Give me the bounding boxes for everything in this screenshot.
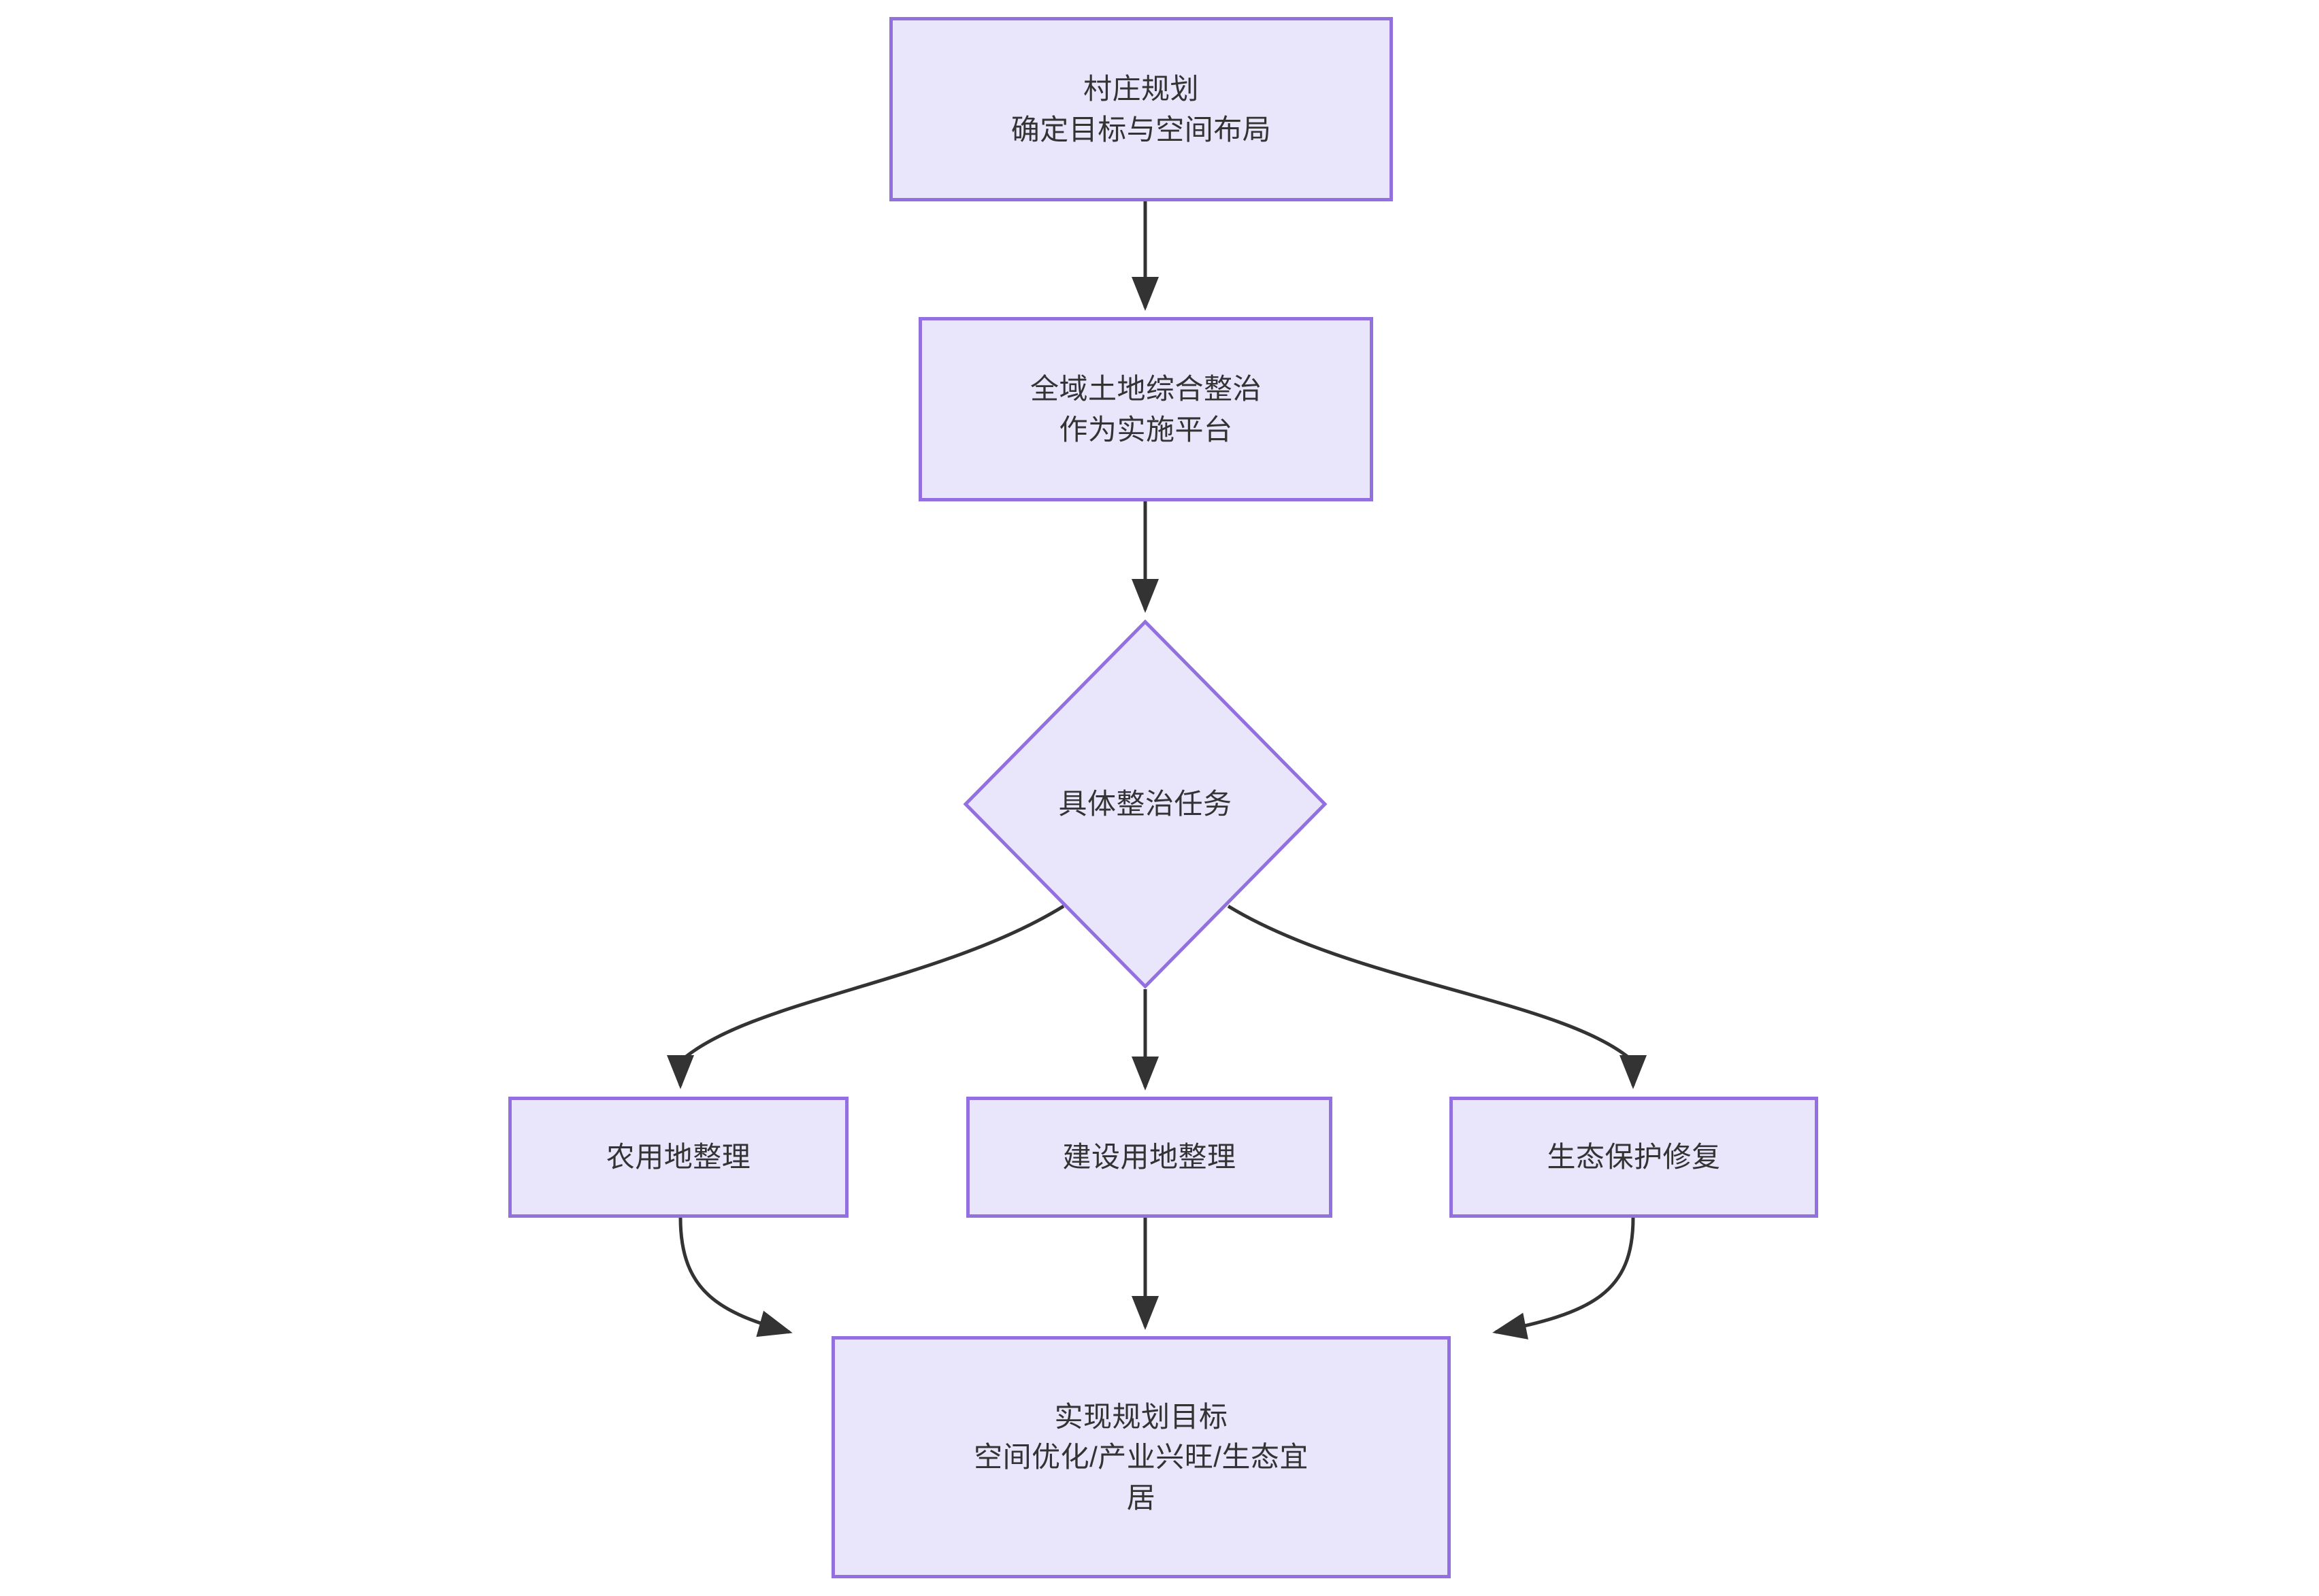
node-village-plan[interactable]: 村庄规划 确定目标与空间布局: [889, 17, 1393, 201]
node-village-plan-label: 村庄规划 确定目标与空间布局: [1010, 72, 1272, 146]
node-achieve-planning-goals[interactable]: 实现规划目标 空间优化/产业兴旺/生态宜 居: [832, 1336, 1451, 1578]
edge-ecology-to-goal: [1492, 1217, 1635, 1340]
node-construction-land-consolidation[interactable]: 建设用地整理: [966, 1097, 1332, 1218]
node-farmland-consolidation-label: 农用地整理: [606, 1141, 751, 1174]
diamond-shape: [963, 619, 1328, 989]
node-construction-land-consolidation-label: 建设用地整理: [1062, 1141, 1236, 1174]
edge-farmland-to-goal: [678, 1217, 793, 1337]
node-ecological-protection-restoration-label: 生态保护修复: [1547, 1141, 1721, 1174]
decision-node-specific-tasks-label: 具体整治任务: [1058, 788, 1232, 820]
decision-node-specific-tasks[interactable]: 具体整治任务: [963, 619, 1328, 989]
node-farmland-consolidation[interactable]: 农用地整理: [508, 1097, 849, 1218]
node-land-consolidation-platform-label: 全域土地综合整治 作为实施平台: [1030, 372, 1262, 446]
node-achieve-planning-goals-label: 实现规划目标 空间优化/产业兴旺/生态宜 居: [974, 1400, 1309, 1514]
node-ecological-protection-restoration[interactable]: 生态保护修复: [1449, 1097, 1818, 1218]
node-land-consolidation-platform[interactable]: 全域土地综合整治 作为实施平台: [919, 317, 1373, 501]
